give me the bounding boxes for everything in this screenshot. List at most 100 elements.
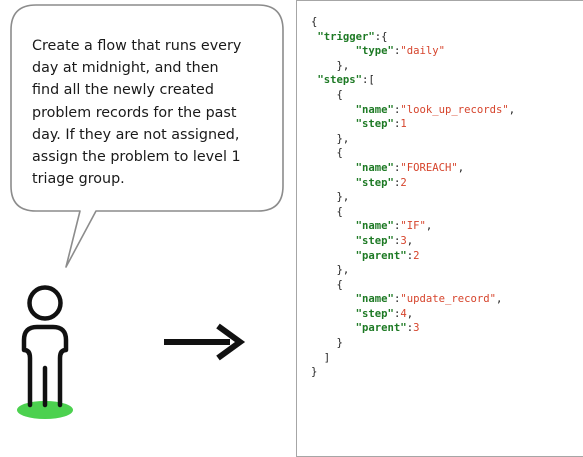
- json-key: "step": [355, 118, 394, 131]
- right-arrow-icon: [164, 323, 246, 361]
- code-line: "name":"IF",: [311, 219, 515, 234]
- json-value: "FOREACH": [400, 161, 458, 174]
- code-line: ]: [311, 351, 515, 366]
- json-key: "name": [355, 161, 394, 174]
- json-value: 3: [413, 322, 420, 335]
- json-punctuation: :: [406, 249, 414, 262]
- json-key: "parent": [355, 249, 407, 262]
- code-line: {: [311, 88, 515, 103]
- json-value: 2: [413, 249, 420, 262]
- code-line: },: [311, 132, 515, 147]
- json-punctuation: },: [311, 264, 350, 277]
- code-line: "step":1: [311, 117, 515, 132]
- code-line: }: [311, 365, 515, 380]
- json-punctuation: :[: [362, 74, 375, 87]
- json-punctuation: [311, 177, 356, 189]
- json-value: "look_up_records": [400, 103, 509, 116]
- json-punctuation: }: [311, 366, 318, 379]
- code-line: "step":3,: [311, 234, 515, 249]
- json-key: "parent": [355, 322, 407, 335]
- json-key: "name": [355, 220, 394, 233]
- json-punctuation: ,: [457, 161, 465, 174]
- code-line: "step":2: [311, 176, 515, 191]
- json-punctuation: [311, 308, 356, 320]
- json-punctuation: [311, 162, 356, 174]
- json-value: "update_record": [400, 293, 496, 306]
- json-punctuation: },: [311, 59, 350, 72]
- json-punctuation: :: [406, 322, 414, 335]
- speech-bubble: [10, 4, 284, 268]
- json-punctuation: :: [393, 161, 401, 174]
- json-punctuation: [311, 104, 356, 116]
- code-line: },: [311, 263, 515, 278]
- code-line: }: [311, 336, 515, 351]
- json-punctuation: {: [311, 205, 343, 218]
- code-line: "trigger":{: [311, 30, 515, 45]
- json-punctuation: ,: [508, 103, 516, 116]
- json-punctuation: [311, 322, 356, 334]
- json-punctuation: [311, 118, 356, 130]
- json-punctuation: :: [393, 103, 401, 116]
- json-punctuation: }: [311, 337, 343, 350]
- speech-bubble-text: Create a flow that runs every day at mid…: [32, 38, 242, 188]
- json-value: "IF": [400, 220, 426, 233]
- code-line: "name":"FOREACH",: [311, 161, 515, 176]
- code-line: "name":"look_up_records",: [311, 103, 516, 118]
- json-value: "daily": [400, 45, 445, 58]
- code-line: {: [311, 15, 515, 30]
- code-line: {: [311, 278, 515, 293]
- json-punctuation: :: [393, 176, 401, 189]
- code-line: "parent":2: [311, 249, 515, 264]
- json-punctuation: :: [393, 234, 401, 247]
- json-punctuation: ,: [425, 220, 433, 233]
- json-punctuation: [311, 235, 356, 247]
- json-punctuation: ]: [311, 351, 331, 364]
- code-line: },: [311, 59, 515, 74]
- json-punctuation: [311, 293, 356, 305]
- code-line: },: [311, 190, 515, 205]
- json-code-panel: { "trigger":{ "type":"daily" }, "steps":…: [296, 0, 583, 457]
- json-key: "name": [355, 103, 394, 116]
- json-punctuation: {: [311, 16, 318, 28]
- json-punctuation: ,: [406, 234, 414, 247]
- json-key: "step": [355, 234, 394, 247]
- json-key: "name": [355, 293, 394, 306]
- json-punctuation: [311, 250, 356, 262]
- code-line: "type":"daily": [311, 44, 515, 59]
- json-punctuation: :{: [374, 30, 388, 43]
- json-punctuation: :: [393, 220, 401, 233]
- json-punctuation: {: [311, 88, 343, 101]
- json-value: 3: [400, 234, 407, 247]
- json-value: 2: [400, 176, 407, 189]
- code-line: "step":4,: [311, 307, 515, 322]
- json-punctuation: [311, 45, 356, 57]
- person-icon: [17, 285, 73, 419]
- code-line: "steps":[: [311, 73, 515, 88]
- person-head: [27, 285, 63, 321]
- code-line: "parent":3: [311, 321, 515, 336]
- code-line: {: [311, 205, 515, 220]
- json-punctuation: :: [393, 118, 401, 131]
- person-body: [21, 324, 69, 408]
- json-key: "step": [355, 307, 394, 320]
- json-key: "type": [355, 45, 394, 58]
- json-value: 4: [400, 307, 407, 320]
- json-key: "trigger": [317, 30, 375, 43]
- code-line: {: [311, 146, 515, 161]
- json-punctuation: :: [393, 307, 401, 320]
- json-punctuation: },: [311, 191, 350, 204]
- json-key: "steps": [317, 74, 363, 87]
- json-value: 1: [400, 118, 407, 131]
- json-key: "step": [355, 176, 394, 189]
- json-punctuation: ,: [406, 307, 414, 320]
- json-punctuation: {: [311, 147, 343, 160]
- json-code-block: { "trigger":{ "type":"daily" }, "steps":…: [311, 15, 515, 380]
- json-punctuation: :: [393, 45, 401, 58]
- json-punctuation: ,: [496, 293, 503, 306]
- json-punctuation: },: [311, 132, 350, 145]
- code-line: "name":"update_record",: [311, 292, 515, 307]
- json-punctuation: {: [311, 278, 343, 291]
- json-punctuation: [311, 220, 356, 232]
